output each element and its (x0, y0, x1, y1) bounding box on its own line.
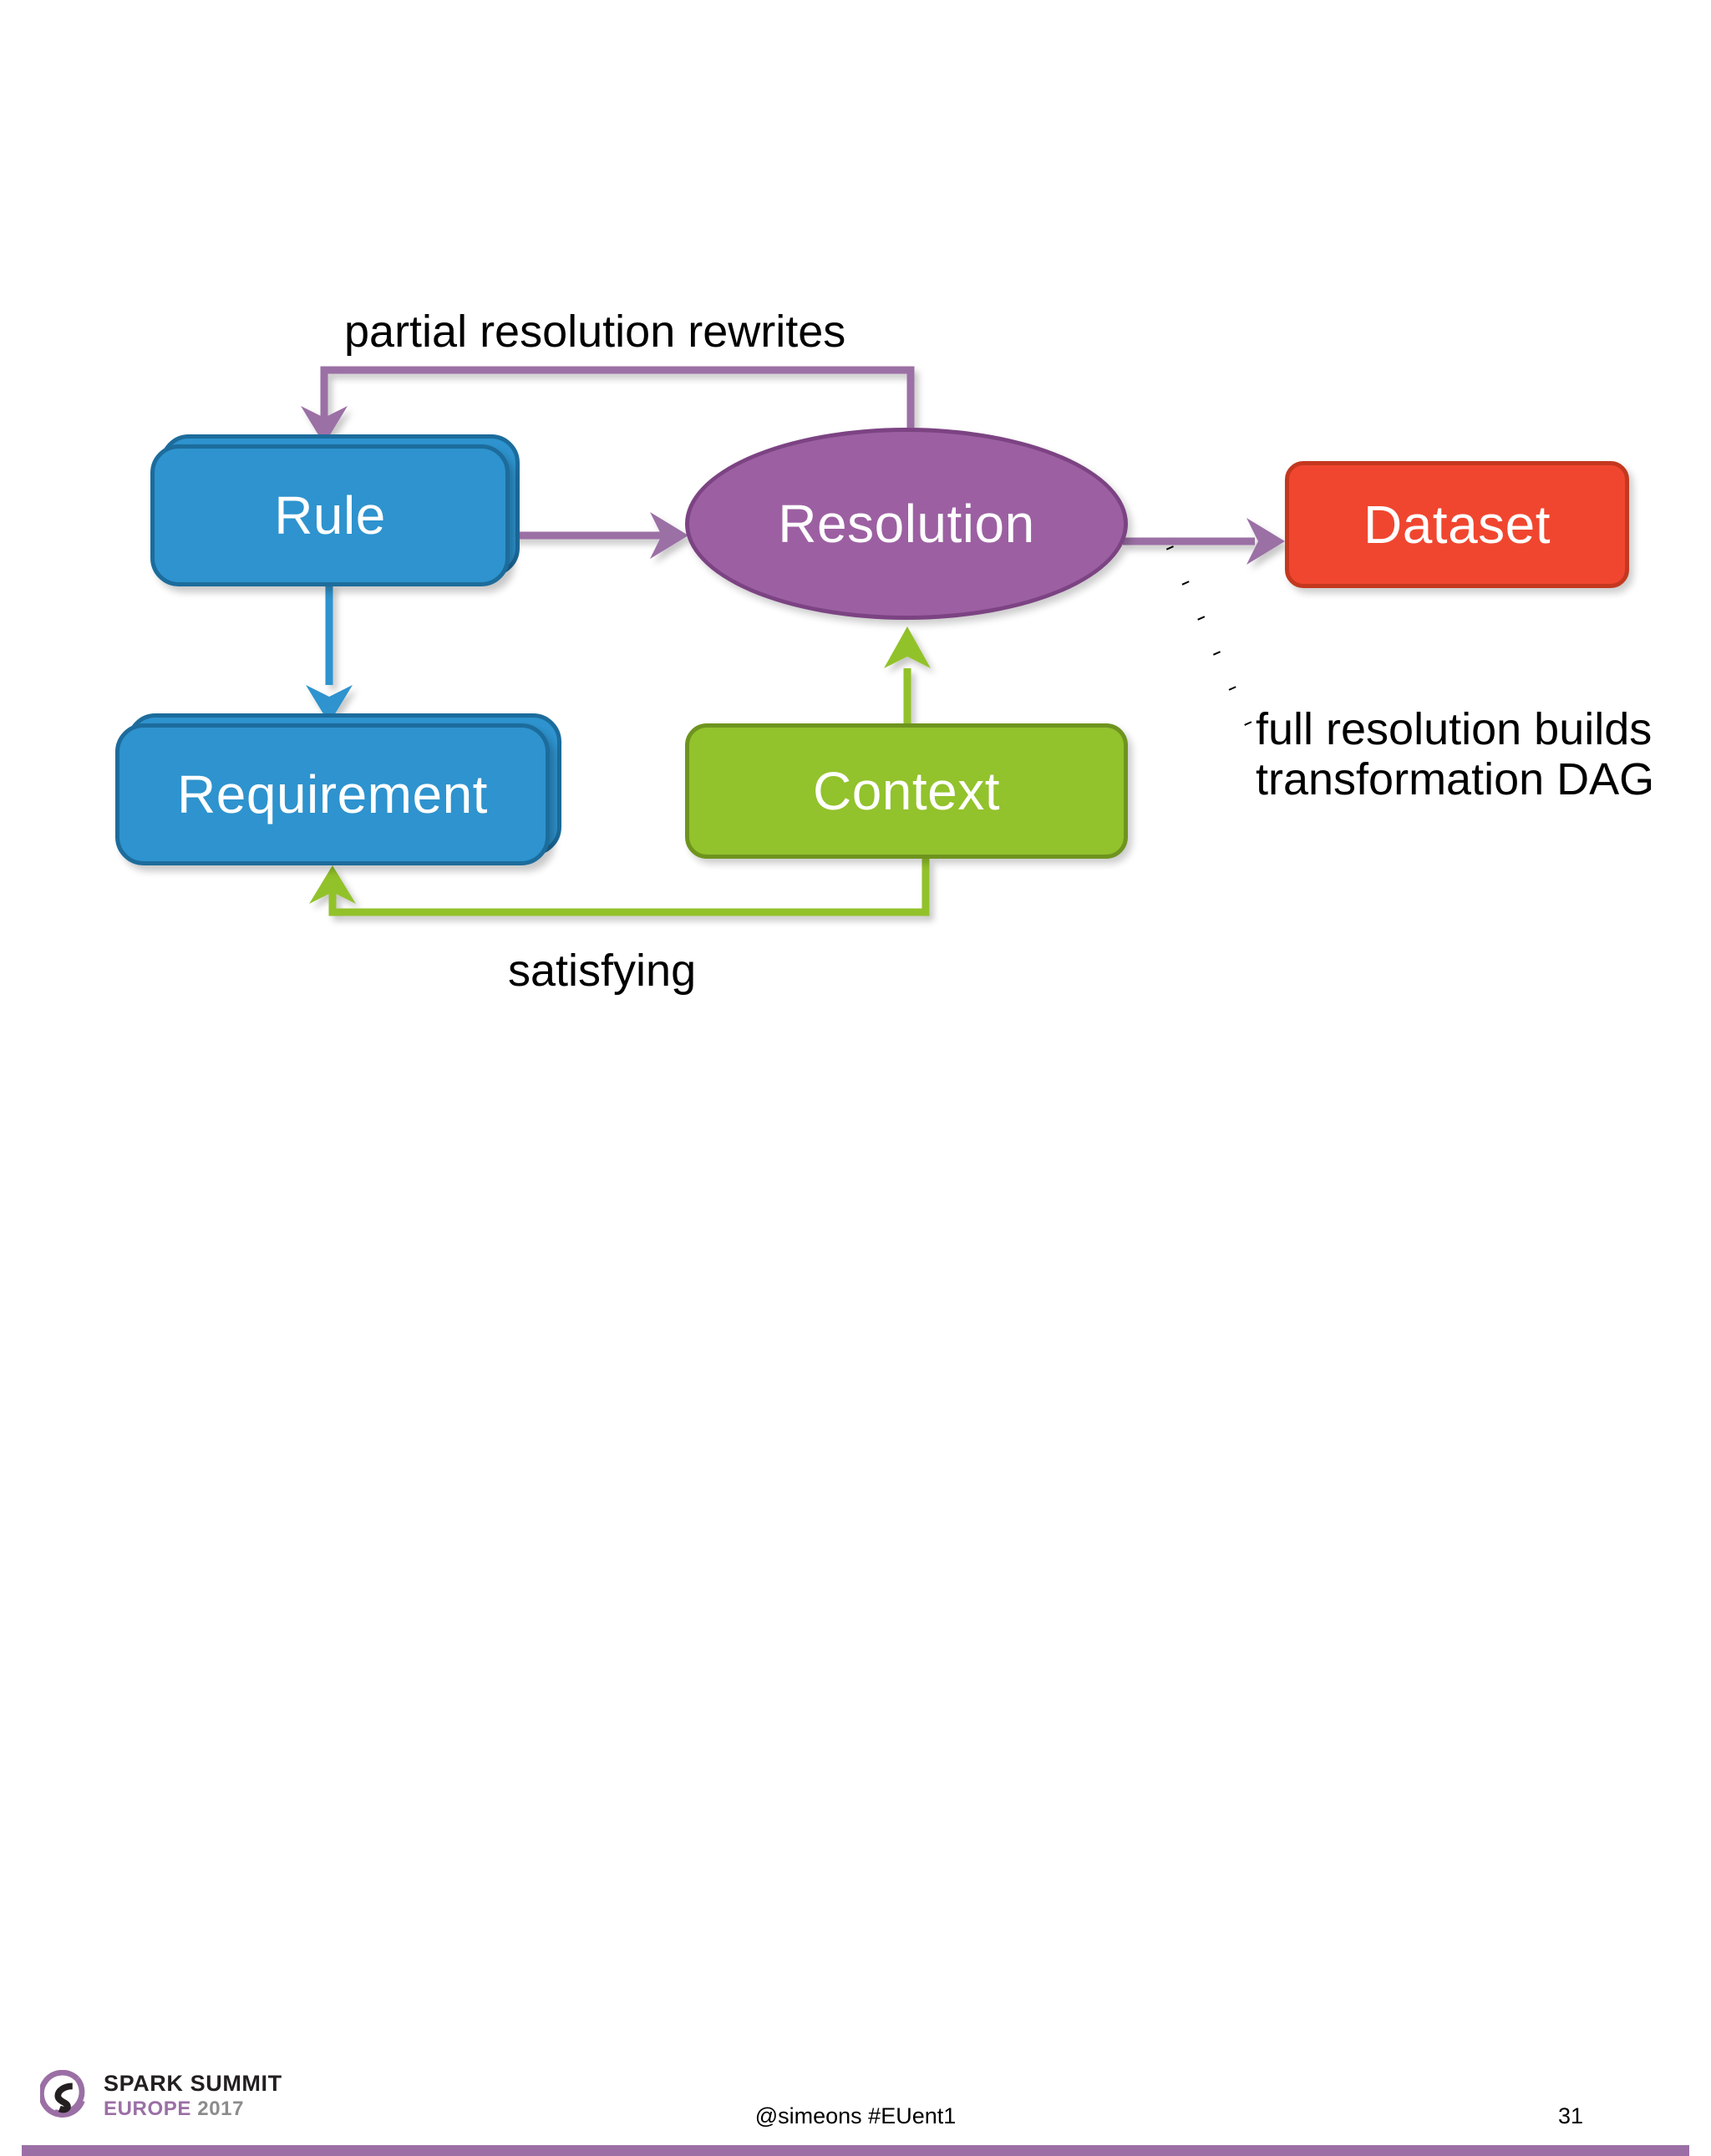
node-resolution-label: Resolution (778, 494, 1035, 554)
edge-resolution-to-rule (301, 366, 915, 444)
node-dataset-label: Dataset (1363, 495, 1551, 555)
edge-label-partial-resolution-rewrites: partial resolution rewrites (344, 307, 846, 357)
node-rule[interactable]: Rule (150, 444, 510, 586)
edge-rule-to-requirement (306, 585, 353, 723)
edge-rule-to-resolution (511, 512, 688, 559)
diagram: Rule Requirement Resolution Context Data… (0, 0, 1711, 1044)
footer-divider (22, 2145, 1689, 2156)
edge-resolution-to-dataset (1123, 518, 1285, 565)
node-requirement[interactable]: Requirement (115, 723, 550, 865)
slide-footer: SPARK SUMMIT EUROPE 2017 @simeons #EUent… (0, 1027, 1711, 2156)
edge-context-to-resolution (884, 627, 931, 723)
footer-handle-text: @simeons #EUent1 (754, 2103, 957, 2128)
diagram-connectors (301, 366, 1285, 916)
annotation-full-resolution-builds-transformation-dag: full resolution builds transformation DA… (1256, 704, 1655, 805)
node-context-label: Context (812, 761, 1001, 821)
node-requirement-label: Requirement (177, 764, 488, 824)
edge-dataset-annotation-leader (1165, 545, 1257, 737)
node-rule-label: Rule (274, 485, 386, 545)
brand-title: SPARK SUMMIT (104, 2071, 282, 2096)
page-number: 31 (1557, 2103, 1584, 2128)
node-context[interactable]: Context (685, 723, 1128, 859)
edge-context-to-requirement (309, 859, 930, 916)
node-dataset[interactable]: Dataset (1285, 461, 1629, 588)
node-resolution[interactable]: Resolution (685, 428, 1128, 620)
edge-label-satisfying: satisfying (508, 946, 697, 996)
